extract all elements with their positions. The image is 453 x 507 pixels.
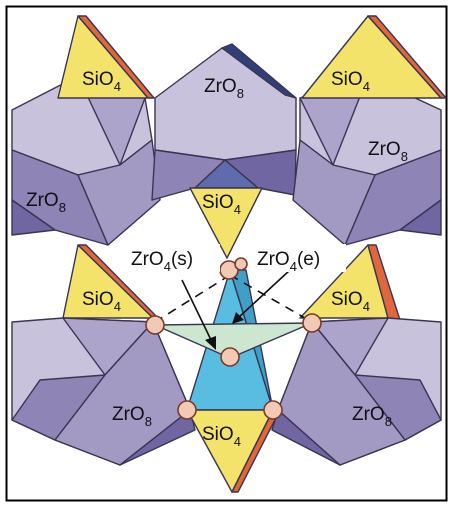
atom-right — [303, 314, 321, 332]
atom-top-right — [235, 258, 247, 270]
zro8-top-right — [293, 76, 441, 245]
atom-center — [221, 348, 239, 366]
atom-bottom-left — [178, 401, 196, 419]
atom-left — [146, 316, 164, 334]
zro8-top-left — [12, 76, 160, 245]
atom-bottom-right — [264, 401, 282, 419]
